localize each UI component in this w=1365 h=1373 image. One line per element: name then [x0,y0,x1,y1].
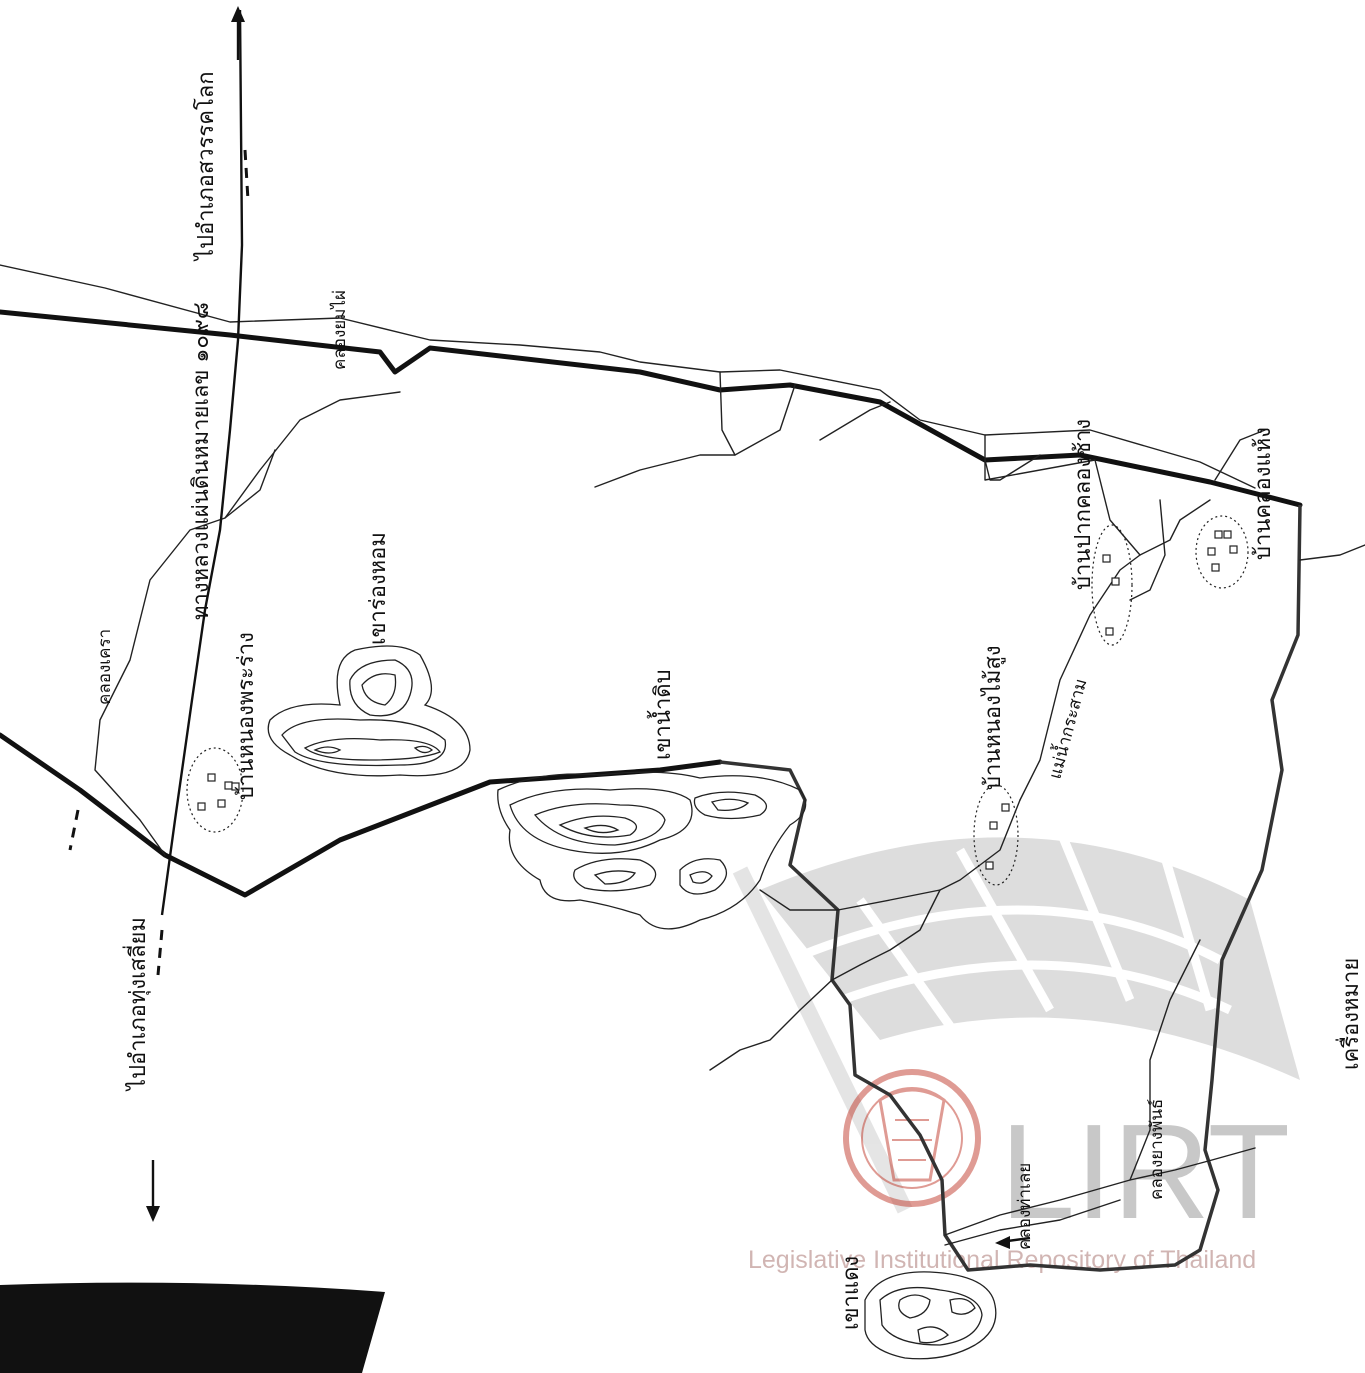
house-icon [989,821,998,830]
khao-rong-hom-label: เขาร่องหอม [366,532,391,645]
mae-nam-krasam-label: แม่น้ำกระสาม [1043,676,1092,781]
mae-nam-krasam-line [984,454,1041,481]
arrow-up-icon [231,6,245,22]
highway-label: ทางหลวงแผ่นดินหมายเลข ๑๐๙๘ [189,302,214,620]
streams [0,264,1365,1246]
khao-daeng-label: เขาแดง [839,1256,864,1330]
ban-nong-mai-sung-label: บ้านหนองไม้สูง [980,645,1006,790]
khao-rong-hom-contours [267,645,471,777]
ban-khlong-haeng-label: บ้านคลองแห้ง [1251,427,1276,560]
khlong-yom-phrai-label: คลองยมไผ่ [329,290,350,370]
khlong-khrao-label: คลองเครา [95,629,115,705]
khao-nam-dip-contours [497,771,807,930]
direction-arrows [146,6,1031,1249]
khlong-yang-phan-label: คลองยางพันธ์ [1147,1099,1167,1200]
to-sawankhalok-label: ไปอำเภอสวรรคโลก [193,71,219,262]
house-icon [1105,627,1114,636]
village-nong-phra-rang [186,747,244,833]
scan-shadow [0,1282,385,1373]
house-icon [1214,530,1223,539]
house-icon [217,799,226,808]
to-thung-saliam-label: ไปอำเภอทุ่งเสลี่ยม [122,917,151,1092]
house-icon [1207,547,1216,556]
arrow-down-icon [146,1206,160,1222]
highway-1098 [68,9,250,976]
village-nong-mai-sung [973,784,1019,886]
ban-pak-khlong-chang-label: บ้านปากคลองช้าง [1071,419,1096,590]
house-icon [224,781,233,790]
house-icon [1211,563,1220,572]
watermark-caption: Legislative Institutional Repository of … [748,1246,1256,1274]
house-icon [1223,530,1232,539]
house-icon [985,861,994,870]
house-icon [207,773,216,782]
khlong-tha-loei-line [944,1147,1256,1236]
khao-nam-dip-label: เขาน้ำดิบ [647,669,676,760]
house-icon [1102,554,1111,563]
village-pak-khlong-chang [1091,524,1133,646]
house-icon [1001,803,1010,812]
khao-daeng-contours [864,1271,997,1360]
house-icon [231,782,240,791]
watermark-arc-grid [732,828,1300,1214]
ban-nong-phra-rang-label: บ้านหนองพระร่าง [234,632,259,800]
khlong-khrao-line [94,391,401,856]
house-icon [1229,545,1238,554]
arrow-left-icon [995,1236,1010,1249]
khlong-tha-loei-label: คลองท่าเลย [1015,1163,1035,1250]
house-icon [1111,577,1120,586]
boundary-symbol-label: เครื่องหมาย [1335,958,1364,1070]
khlong-yom-phrai-line [0,264,1256,489]
watermark-letters: LIRT [1000,1096,1290,1247]
house-icon [197,802,206,811]
parliament-emblem [843,1069,981,1207]
village-khlong-haeng [1195,515,1249,589]
